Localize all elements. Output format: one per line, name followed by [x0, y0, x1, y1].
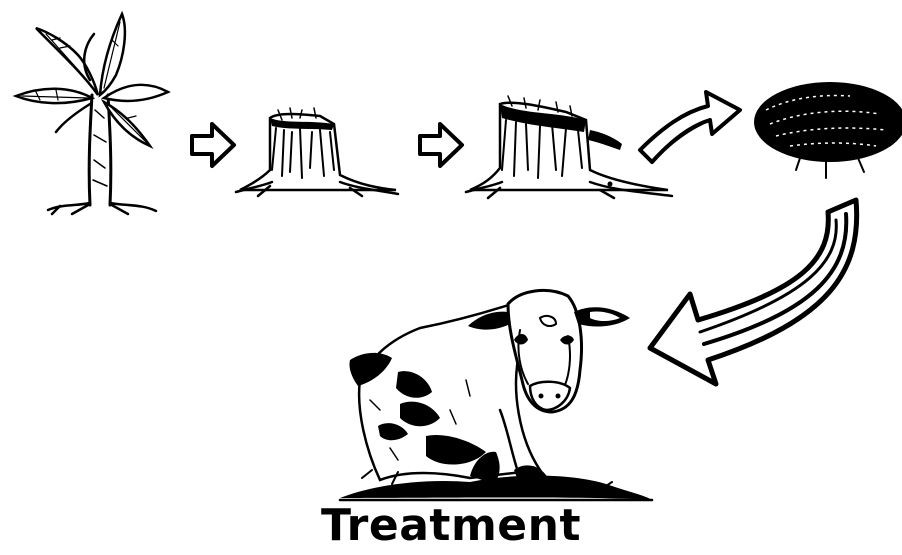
banana-plant-illustration [16, 14, 168, 214]
arrow-down-left-icon [650, 200, 857, 384]
diseased-sheet-illustration [754, 82, 902, 178]
cut-stump-illustration [236, 108, 398, 196]
arrow-right-icon [192, 124, 234, 166]
cow-illustration [340, 290, 652, 500]
caption-title: Treatment [0, 502, 902, 550]
curved-arrow-icon [640, 92, 740, 162]
arrow-right-icon [420, 124, 462, 166]
